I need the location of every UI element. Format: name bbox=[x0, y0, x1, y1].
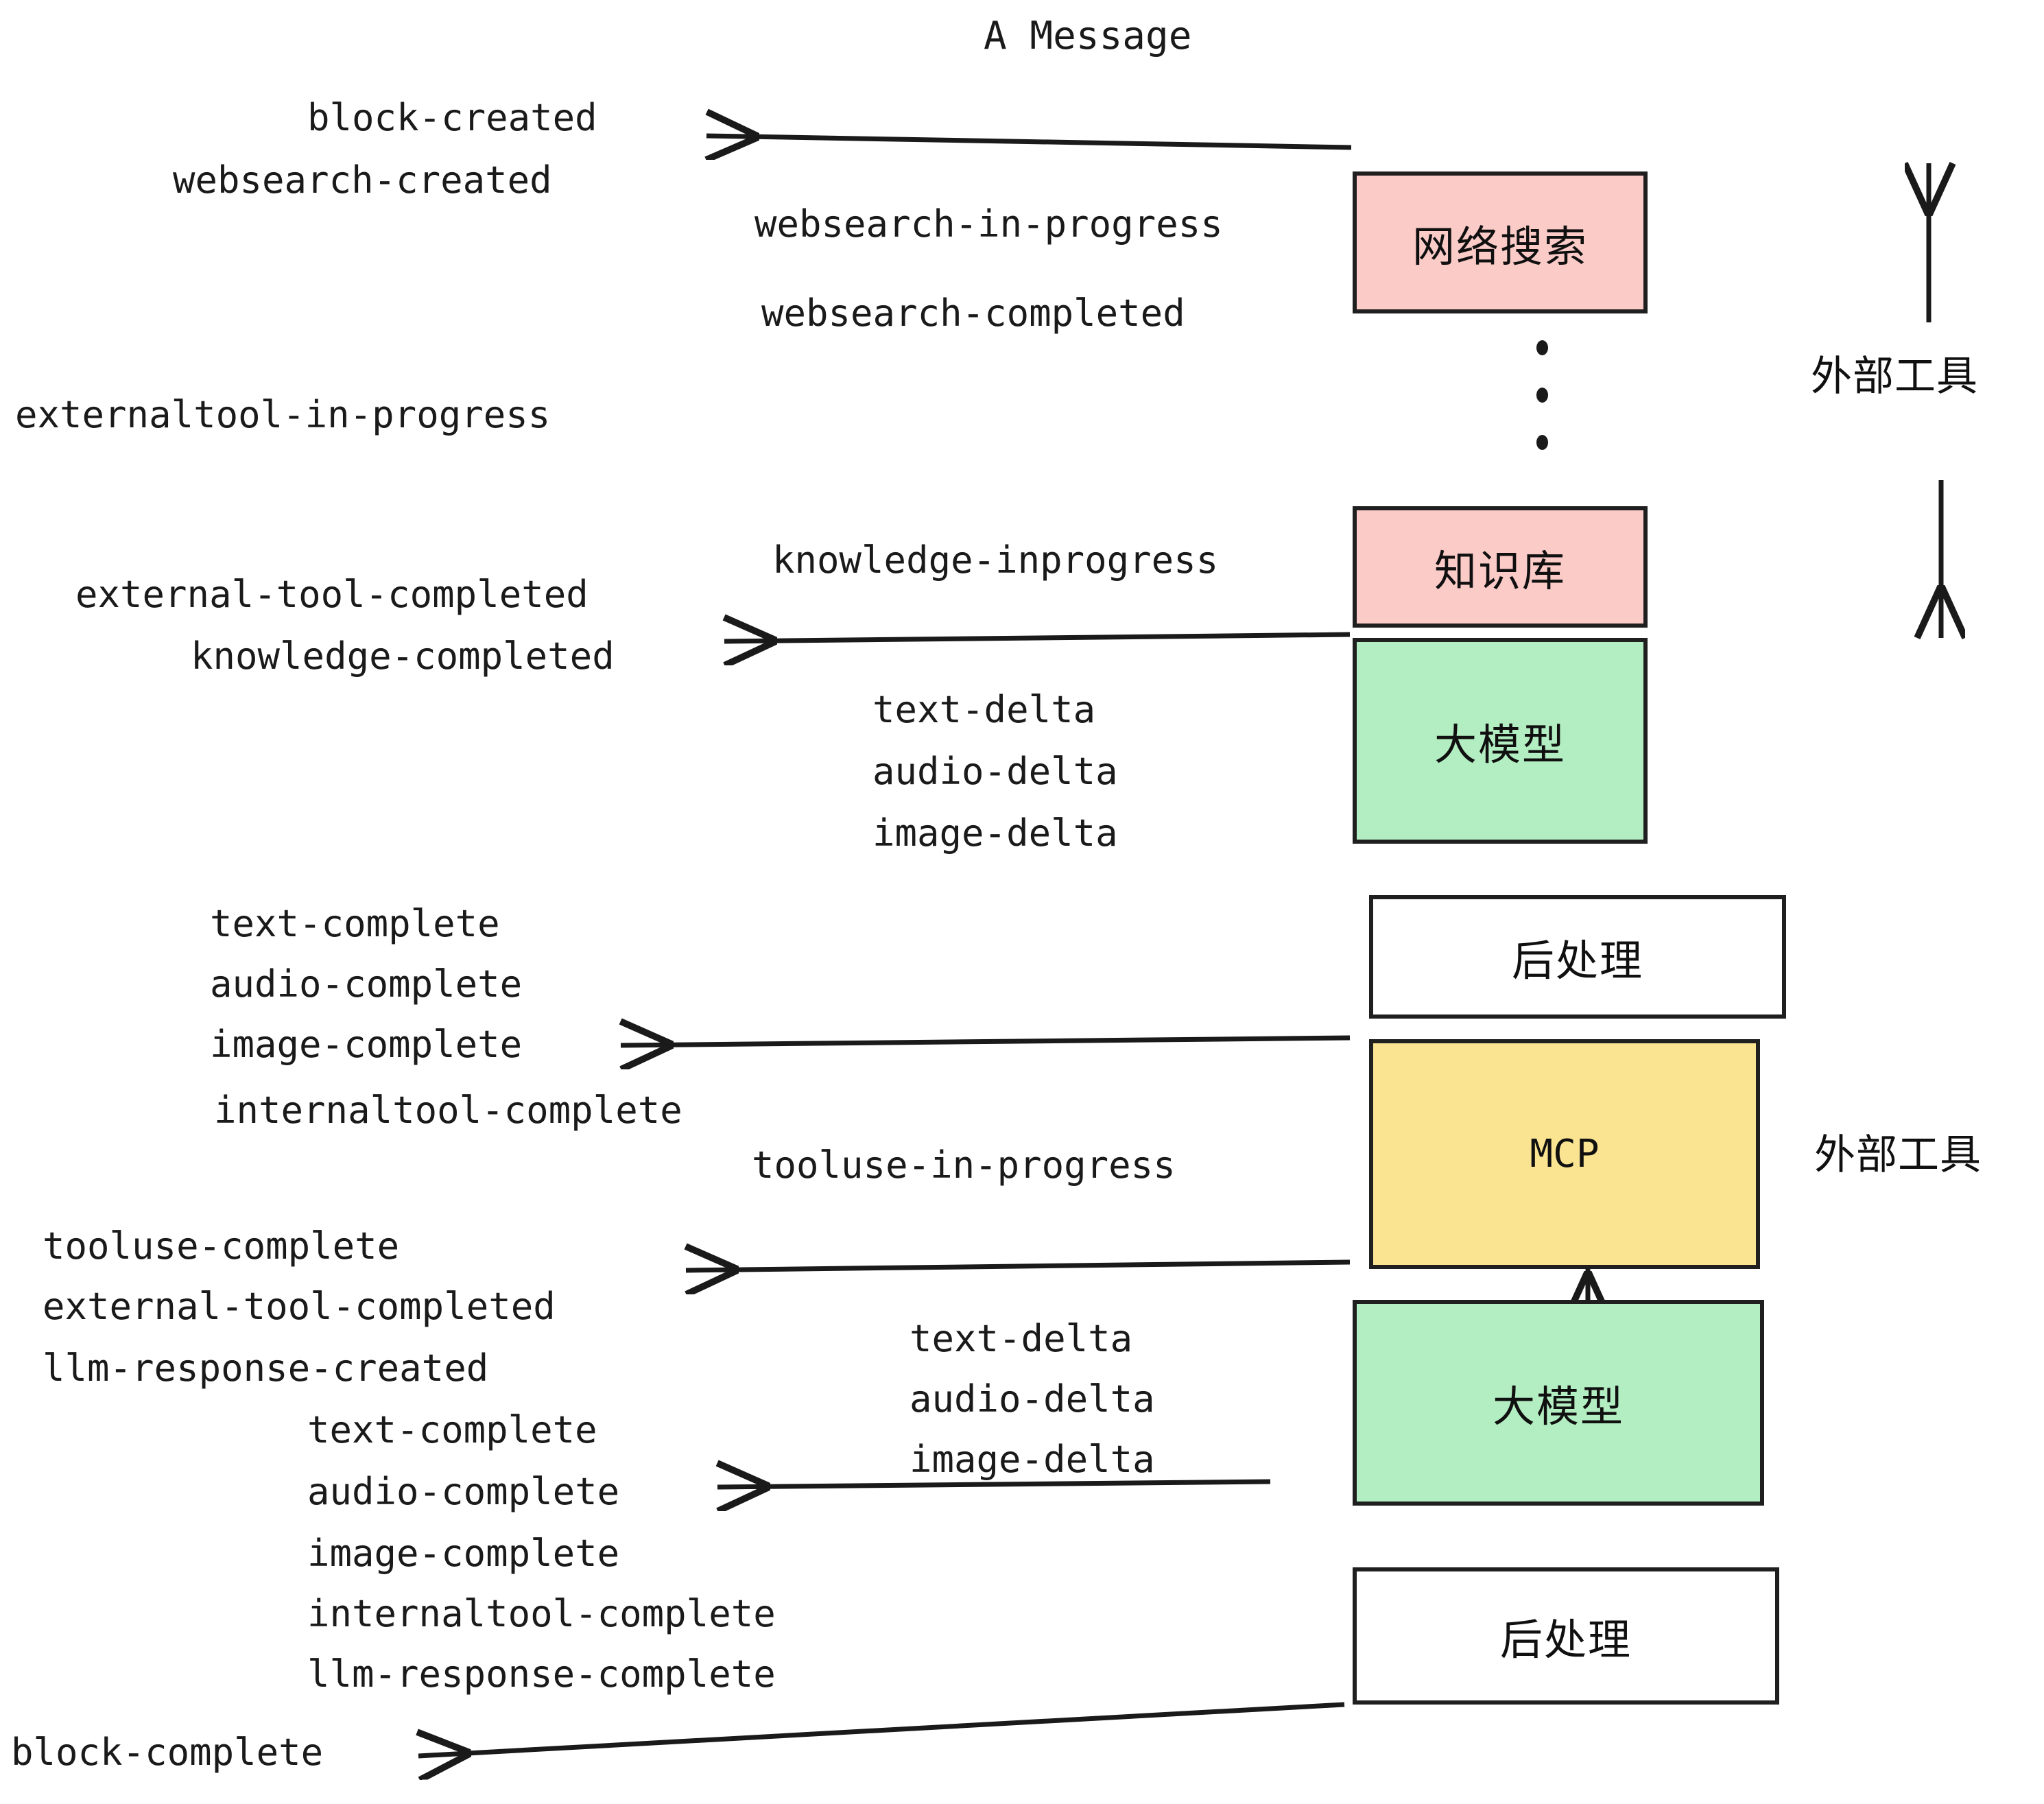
event-internaltool-complete-1: internaltool-complete bbox=[214, 1089, 682, 1132]
node-llm-bottom-label: 大模型 bbox=[1492, 1381, 1624, 1432]
event-external-tool-completed-2: external-tool-completed bbox=[43, 1285, 556, 1328]
event-tooluse-complete: tooluse-complete bbox=[43, 1224, 400, 1268]
arrow-knowledge-to-completed bbox=[724, 634, 1351, 641]
node-knowledge[interactable]: 知识库 bbox=[1353, 506, 1648, 628]
side-label-external-tool-bottom: 外部工具 bbox=[1814, 1131, 1982, 1179]
arrow-postprocess-to-block-complete bbox=[418, 1702, 1345, 1756]
dot-3 bbox=[1536, 435, 1548, 450]
event-block-created: block-created bbox=[307, 96, 597, 139]
event-websearch-completed: websearch-completed bbox=[761, 292, 1185, 335]
node-postprocess-top-label: 后处理 bbox=[1511, 936, 1643, 986]
node-postprocess-top[interactable]: 后处理 bbox=[1369, 895, 1786, 1019]
ellipsis-dots bbox=[1535, 340, 1549, 450]
event-audio-delta-2: audio-delta bbox=[910, 1377, 1155, 1421]
event-llm-response-created: llm-response-created bbox=[43, 1346, 489, 1390]
event-image-complete-1: image-complete bbox=[210, 1023, 523, 1066]
event-knowledge-completed: knowledge-completed bbox=[191, 634, 615, 678]
node-llm-top[interactable]: 大模型 bbox=[1353, 638, 1648, 844]
node-websearch-label: 网络搜索 bbox=[1412, 221, 1588, 272]
node-llm-top-label: 大模型 bbox=[1434, 720, 1566, 770]
page-title: A Message bbox=[984, 14, 1192, 58]
node-postprocess-bottom-label: 后处理 bbox=[1499, 1615, 1632, 1665]
event-audio-complete-1: audio-complete bbox=[210, 962, 523, 1006]
event-text-complete-1: text-complete bbox=[210, 902, 500, 945]
node-llm-bottom[interactable]: 大模型 bbox=[1353, 1300, 1764, 1506]
event-websearch-created: websearch-created bbox=[173, 158, 552, 202]
event-text-complete-2: text-complete bbox=[307, 1408, 597, 1451]
event-tooluse-in-progress: tooluse-in-progress bbox=[752, 1143, 1176, 1187]
event-image-delta-2: image-delta bbox=[910, 1438, 1155, 1481]
event-image-complete-2: image-complete bbox=[307, 1532, 620, 1575]
dot-1 bbox=[1536, 340, 1548, 355]
event-llm-response-complete: llm-response-complete bbox=[307, 1652, 776, 1696]
arrow-llm-to-audio-complete bbox=[717, 1482, 1271, 1487]
node-mcp-label: MCP bbox=[1530, 1132, 1600, 1176]
side-label-external-tool-top: 外部工具 bbox=[1811, 353, 1978, 401]
arrow-postprocess-to-image-complete bbox=[621, 1038, 1351, 1045]
dot-2 bbox=[1536, 388, 1548, 403]
event-audio-delta-1: audio-delta bbox=[872, 750, 1118, 793]
node-websearch[interactable]: 网络搜索 bbox=[1353, 171, 1648, 313]
event-knowledge-inprogress: knowledge-inprogress bbox=[772, 538, 1219, 582]
event-text-delta-2: text-delta bbox=[910, 1317, 1133, 1360]
node-mcp[interactable]: MCP bbox=[1369, 1039, 1760, 1269]
event-externaltool-in-progress: externaltool-in-progress bbox=[15, 393, 551, 436]
event-text-delta-1: text-delta bbox=[872, 688, 1096, 731]
node-postprocess-bottom[interactable]: 后处理 bbox=[1353, 1567, 1779, 1705]
event-image-delta-1: image-delta bbox=[872, 811, 1118, 855]
event-external-tool-completed-1: external-tool-completed bbox=[75, 573, 589, 616]
node-knowledge-label: 知识库 bbox=[1434, 545, 1566, 596]
arrow-mcp-to-tooluse-complete bbox=[686, 1262, 1351, 1270]
arrow-websearch-to-created bbox=[706, 136, 1352, 147]
event-audio-complete-2: audio-complete bbox=[307, 1470, 620, 1513]
event-internaltool-complete-2: internaltool-complete bbox=[307, 1592, 776, 1635]
event-websearch-in-progress: websearch-in-progress bbox=[754, 202, 1223, 246]
event-block-complete: block-complete bbox=[11, 1731, 324, 1774]
